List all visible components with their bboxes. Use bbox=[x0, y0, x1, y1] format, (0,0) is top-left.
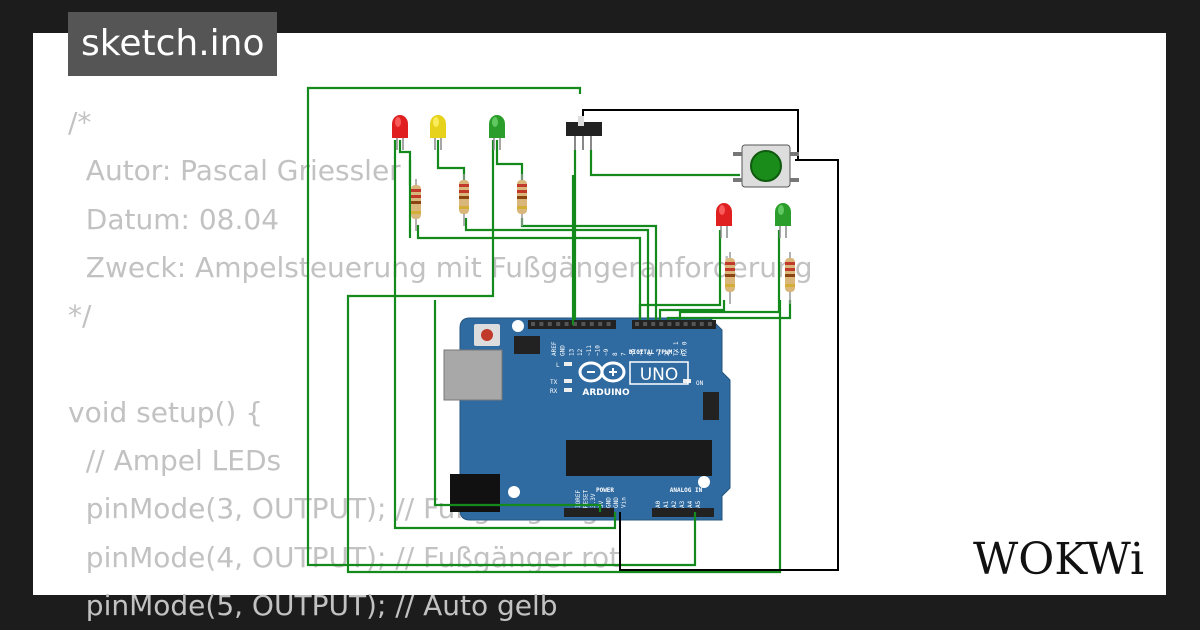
pin-label: ~6 bbox=[629, 348, 636, 356]
pin-label: AREF bbox=[551, 341, 558, 356]
pin-label: A2 bbox=[671, 500, 678, 508]
code-line: Datum: 08.04 bbox=[68, 202, 280, 236]
pin-label: ~11 bbox=[586, 345, 593, 356]
pin-label: ~10 bbox=[595, 345, 602, 356]
resistor[interactable] bbox=[411, 179, 421, 231]
pin-label: Vin bbox=[621, 497, 628, 508]
digital-label: DIGITAL (PWM ~) bbox=[629, 349, 683, 356]
pin-label: 8 bbox=[612, 352, 619, 356]
pin-label: 3.3V bbox=[590, 493, 597, 508]
pin-label: GND bbox=[613, 497, 620, 508]
led-red[interactable] bbox=[392, 115, 408, 150]
pin-label: IOREF bbox=[575, 490, 582, 508]
pin-label: GND bbox=[560, 345, 567, 356]
pin-label: RX 0 bbox=[682, 341, 689, 356]
resistor[interactable] bbox=[459, 174, 469, 226]
pin-label: 5V bbox=[598, 500, 605, 508]
pin-label: ~3 bbox=[655, 348, 662, 356]
l-label: L bbox=[556, 362, 560, 369]
rx-label: RX bbox=[550, 388, 558, 395]
arduino-uno-board[interactable]: UNO ARDUINO DIGITAL (PWM ~) POWER ANALOG… bbox=[443, 317, 731, 521]
board-brand-label: ARDUINO bbox=[582, 388, 630, 398]
atmega-chip bbox=[566, 440, 712, 476]
header-analog bbox=[652, 508, 714, 517]
pin-label: A0 bbox=[655, 500, 662, 508]
resistor[interactable] bbox=[725, 252, 735, 304]
led-yellow[interactable] bbox=[430, 115, 446, 150]
sketch-filename-tag: sketch.ino bbox=[68, 12, 278, 76]
wire-gnd-loop bbox=[306, 86, 697, 567]
resistor[interactable] bbox=[517, 174, 527, 226]
wokwi-logo: WOKWi bbox=[973, 534, 1144, 585]
board-model-label: UNO bbox=[640, 365, 679, 385]
code-line: pinMode(5, OUTPUT); // Auto gelb bbox=[68, 588, 558, 622]
code-line: void setup() { bbox=[68, 395, 264, 429]
code-line: /* bbox=[68, 106, 92, 139]
usb-port bbox=[443, 349, 503, 401]
arduino-logo-icon bbox=[578, 361, 626, 383]
analog-label: ANALOG IN bbox=[670, 487, 703, 494]
code-line: Zweck: Ampelsteuerung mit Fußgängeranfor… bbox=[68, 250, 813, 284]
pin-label: ~9 bbox=[603, 348, 610, 356]
resistor[interactable] bbox=[785, 252, 795, 304]
pin-label: 7 bbox=[621, 352, 628, 356]
code-line: */ bbox=[68, 299, 92, 333]
pin-label: 13 bbox=[568, 348, 575, 356]
on-label: ON bbox=[696, 380, 704, 387]
header-power bbox=[564, 508, 614, 517]
pin-label: 2 bbox=[664, 352, 671, 356]
pin-label: A4 bbox=[687, 500, 694, 508]
header-digital-low bbox=[632, 320, 716, 329]
pin-label: TX 1 bbox=[673, 341, 680, 356]
led-green[interactable] bbox=[775, 203, 791, 238]
pin-label: RESET bbox=[583, 490, 590, 508]
power-jack bbox=[450, 474, 500, 512]
power-label: POWER bbox=[596, 487, 614, 494]
canvas-card: /* Autor: Pascal Griessler Datum: 08.04 … bbox=[33, 33, 1166, 622]
pin-label: 12 bbox=[577, 348, 584, 356]
led-green[interactable] bbox=[489, 115, 505, 150]
circuit-diagram: UNO ARDUINO DIGITAL (PWM ~) POWER ANALOG… bbox=[306, 86, 839, 574]
pin-label: 4 bbox=[647, 352, 654, 356]
led-red[interactable] bbox=[716, 203, 732, 238]
code-line: // Ampel LEDs bbox=[68, 444, 282, 478]
pin-label: ~5 bbox=[638, 348, 645, 356]
wires-green bbox=[306, 86, 792, 574]
code-background: /* Autor: Pascal Griessler Datum: 08.04 … bbox=[68, 99, 812, 630]
wokwi-logo-text: WOKWi bbox=[973, 534, 1144, 585]
slide-switch[interactable] bbox=[566, 116, 602, 150]
pin-label: A5 bbox=[695, 500, 702, 508]
pin-label: A1 bbox=[663, 500, 670, 508]
code-line: pinMode(4, OUTPUT); // Fußgänger rot bbox=[68, 540, 621, 574]
code-line: Autor: Pascal Griessler bbox=[68, 154, 401, 188]
pin-label: A3 bbox=[679, 500, 686, 508]
pushbutton[interactable] bbox=[733, 144, 799, 188]
tx-label: TX bbox=[550, 379, 558, 386]
pin-label: GND bbox=[605, 497, 612, 508]
